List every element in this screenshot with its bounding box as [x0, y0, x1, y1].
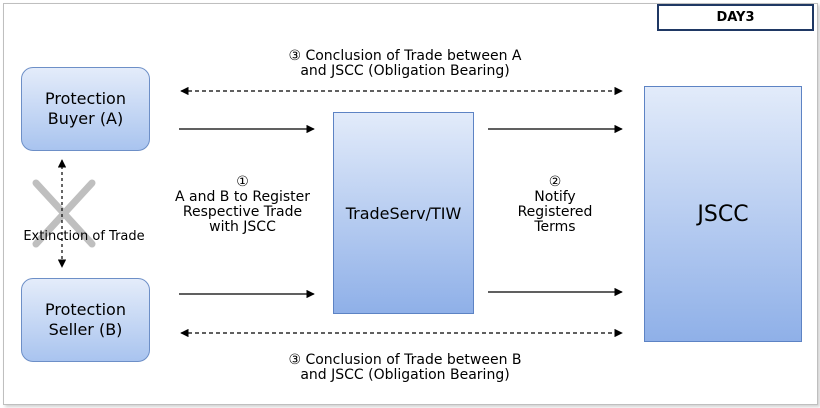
- buyer-label-line2: Buyer (A): [47, 109, 124, 128]
- seller-label-line1: Protection: [45, 300, 126, 319]
- step1-number: ①: [236, 174, 249, 190]
- step2-line1: Notify: [534, 189, 576, 205]
- buyer-label-line1: Protection: [45, 89, 126, 108]
- top-conclusion-line1: ③ Conclusion of Trade between A: [288, 48, 522, 64]
- extinction-label: Extinction of Trade: [8, 229, 160, 244]
- step1-line3: with JSCC: [209, 219, 276, 235]
- tradeserv-box: TradeServ/TIW: [333, 112, 474, 314]
- tradeserv-label: TradeServ/TIW: [345, 203, 462, 223]
- extinction-text: Extinction of Trade: [23, 229, 145, 244]
- step2-line2: Registered: [517, 204, 593, 220]
- step1-line1: A and B to Register: [174, 189, 311, 205]
- bottom-conclusion-line1: ③ Conclusion of Trade between B: [288, 352, 522, 368]
- step2-line3: Terms: [534, 219, 576, 235]
- day-badge: DAY3: [657, 4, 814, 31]
- step2-number: ②: [548, 174, 562, 190]
- protection-buyer-box: Protection Buyer (A): [21, 67, 150, 151]
- protection-seller-box: Protection Seller (B): [21, 278, 150, 362]
- bottom-conclusion-label: ③ Conclusion of Trade between B and JSCC…: [250, 353, 560, 383]
- top-conclusion-label: ③ Conclusion of Trade between A and JSCC…: [250, 49, 560, 79]
- step1-label: ① A and B to Register Respective Trade w…: [165, 175, 320, 235]
- step2-label: ② Notify Registered Terms: [500, 175, 610, 235]
- day-badge-label: DAY3: [716, 10, 755, 25]
- top-conclusion-line2: and JSCC (Obligation Bearing): [300, 63, 510, 79]
- jscc-box: JSCC: [644, 86, 802, 342]
- seller-label-line2: Seller (B): [48, 320, 123, 339]
- step1-line2: Respective Trade: [182, 204, 303, 220]
- bottom-conclusion-line2: and JSCC (Obligation Bearing): [300, 367, 510, 383]
- jscc-label: JSCC: [697, 201, 749, 227]
